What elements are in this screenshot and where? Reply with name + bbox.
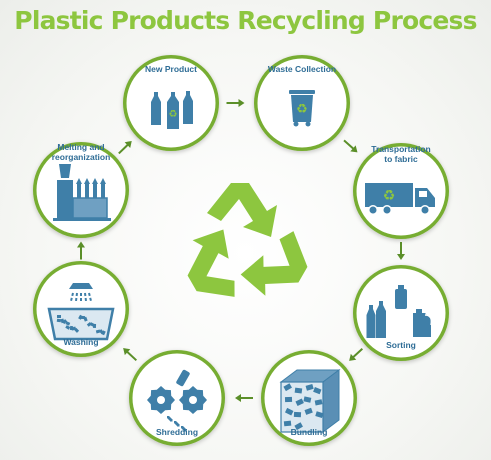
- flow-arrow: [235, 394, 253, 402]
- step-label: New Product: [145, 64, 197, 74]
- flow-arrow: [343, 139, 358, 153]
- diagram-title: Plastic Products Recycling Process: [14, 6, 477, 35]
- flow-arrow: [118, 140, 132, 155]
- process-step: Shredding: [129, 350, 225, 446]
- step-label: Shredding: [156, 427, 198, 437]
- washing-basin-icon: [47, 283, 115, 341]
- flow-arrow: [123, 348, 138, 362]
- truck-icon: ♻: [365, 183, 435, 215]
- containers-icon: [366, 285, 433, 338]
- flow-arrows: [77, 99, 405, 402]
- step-label: Bundling: [291, 427, 328, 437]
- process-step: Sorting: [353, 265, 449, 361]
- svg-text:♻: ♻: [383, 188, 396, 204]
- melting-machine-icon: [53, 164, 111, 221]
- step-label: Washing: [63, 337, 98, 347]
- bottles-icon: ♻: [151, 91, 193, 129]
- flow-arrow: [226, 99, 245, 107]
- flow-arrow: [349, 347, 364, 361]
- recycle-bin-icon: ♻: [289, 90, 315, 127]
- svg-text:♻: ♻: [169, 109, 178, 120]
- process-step: Bundling: [261, 350, 357, 446]
- recycle-symbol-icon: [187, 183, 308, 297]
- plastic-bale-icon: [279, 369, 341, 433]
- shredder-icon: [147, 369, 207, 432]
- process-steps: ♻ New Product ♻ Waste Collection ♻ Transporta…: [33, 55, 449, 446]
- process-step: ♻ New Product: [123, 55, 219, 151]
- svg-text:♻: ♻: [296, 102, 308, 117]
- process-step: Washing: [33, 261, 129, 357]
- flow-arrow: [397, 242, 405, 260]
- step-label: Sorting: [386, 340, 416, 350]
- process-step: ♻ Waste Collection: [254, 55, 350, 151]
- step-label: Waste Collection: [268, 64, 336, 74]
- flow-arrow: [77, 241, 85, 260]
